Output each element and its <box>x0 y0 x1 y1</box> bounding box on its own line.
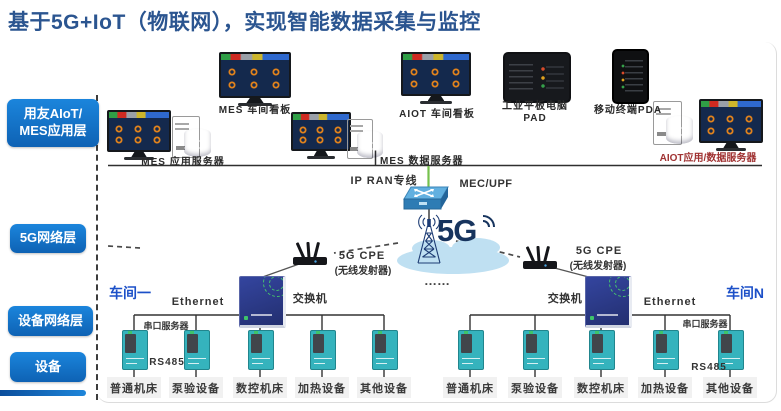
database-icon <box>666 115 693 144</box>
aiot-board-monitor-icon <box>401 52 471 104</box>
device-label: 普通机床 <box>443 377 497 398</box>
sidebar-layer-device-network: 设备网络层 <box>8 306 93 336</box>
mes-app-server-monitor-icon <box>107 110 171 160</box>
device-label: 泵验设备 <box>508 377 562 398</box>
signal-waves-icon <box>482 215 495 227</box>
device-label: 数控机床 <box>574 377 628 398</box>
serial-server-label-left: 串口服务器 <box>143 321 189 331</box>
cloud-icon <box>452 238 500 257</box>
aiot-server-monitor-icon <box>699 99 763 151</box>
database-icon <box>357 130 383 158</box>
rs485-label-left: RS485 <box>149 357 185 368</box>
sidebar-layer-5g-network: 5G网络层 <box>10 224 86 253</box>
cpe-router-icon <box>291 237 331 267</box>
rs485-label-right: RS485 <box>691 362 727 373</box>
dashboard-screen <box>699 99 763 143</box>
workshop-1-name: 车间一 <box>109 285 151 301</box>
device-label: 加热设备 <box>295 377 349 398</box>
workshop-n-name: 车间N <box>725 285 765 301</box>
server-icon <box>347 119 373 159</box>
cpe-left-sublabel: (无线发射器) <box>334 266 392 277</box>
mes-data-server-monitor-icon <box>291 112 351 159</box>
ethernet-label-right: Ethernet <box>643 296 697 308</box>
mes-board-monitor-icon <box>219 52 291 106</box>
page-title: 基于5G+IoT（物联网），实现智能数据采集与监控 <box>8 11 481 34</box>
more-workshops-ellipsis: …… <box>424 273 450 288</box>
switch-label-left: 交换机 <box>292 293 328 305</box>
device-label: 泵验设备 <box>169 377 223 398</box>
cpe-right-label: 5G CPE <box>575 245 623 257</box>
ethernet-label-left: Ethernet <box>171 296 225 308</box>
dashboard-screen <box>219 52 291 98</box>
5g-tower-icon <box>417 214 441 264</box>
server-icon <box>653 101 682 145</box>
pda-phone-icon <box>612 49 649 104</box>
content-panel-border <box>97 42 777 403</box>
serial-converter-icon <box>523 330 549 370</box>
serial-converter-icon <box>372 330 398 370</box>
mes-data-server-label: MES 数据服务器 <box>380 156 464 167</box>
switch-label-right: 交换机 <box>547 293 583 305</box>
mes-board-label: MES 车间看板 <box>218 105 292 116</box>
serial-converter-icon <box>184 330 210 370</box>
switch-device-icon <box>585 276 632 328</box>
serial-converter-icon <box>653 330 679 370</box>
database-icon <box>184 128 211 157</box>
serial-converter-icon <box>458 330 484 370</box>
serial-converter-icon <box>718 330 744 370</box>
aiot-board-label: AIOT 车间看板 <box>399 109 475 120</box>
pad-label: 工业平板电脑 PAD <box>502 101 568 124</box>
router-icon <box>403 186 449 210</box>
mes-app-server-label: MES 应用服务器 <box>141 157 225 168</box>
mec-upf-label: MEC/UPF <box>459 178 513 190</box>
serial-converter-icon <box>248 330 274 370</box>
serial-server-label-right: 串口服务器 <box>682 319 728 329</box>
sidebar-layer-device: 设备 <box>10 352 86 382</box>
dashboard-screen <box>401 52 471 96</box>
cpe-right-sublabel: (无线发射器) <box>569 261 627 272</box>
ip-ran-label: IP RAN专线 <box>350 175 418 187</box>
server-icon <box>172 116 200 158</box>
dashboard-screen <box>107 110 171 152</box>
device-label: 其他设备 <box>703 377 757 398</box>
pda-label: 移动终端PDA <box>593 105 663 116</box>
device-label: 其他设备 <box>357 377 411 398</box>
dashboard-screen <box>291 112 351 151</box>
serial-converter-icon <box>122 330 148 370</box>
device-label: 数控机床 <box>233 377 287 398</box>
cpe-router-icon <box>521 241 561 271</box>
5g-label: 5G <box>437 213 477 248</box>
aiot-server-label: AIOT应用/数据服务器 <box>659 153 757 164</box>
industrial-tablet-icon <box>503 52 571 103</box>
serial-converter-icon <box>589 330 615 370</box>
cpe-left-label: 5G CPE <box>338 250 386 262</box>
layer-divider-dashed-line <box>96 95 98 400</box>
switch-device-icon <box>239 276 286 328</box>
device-label: 加热设备 <box>638 377 692 398</box>
sidebar-layer-application: 用友AIoT/ MES应用层 <box>7 99 99 147</box>
sidebar-bottom-accent-bar <box>0 390 86 396</box>
device-label: 普通机床 <box>107 377 161 398</box>
serial-converter-icon <box>310 330 336 370</box>
